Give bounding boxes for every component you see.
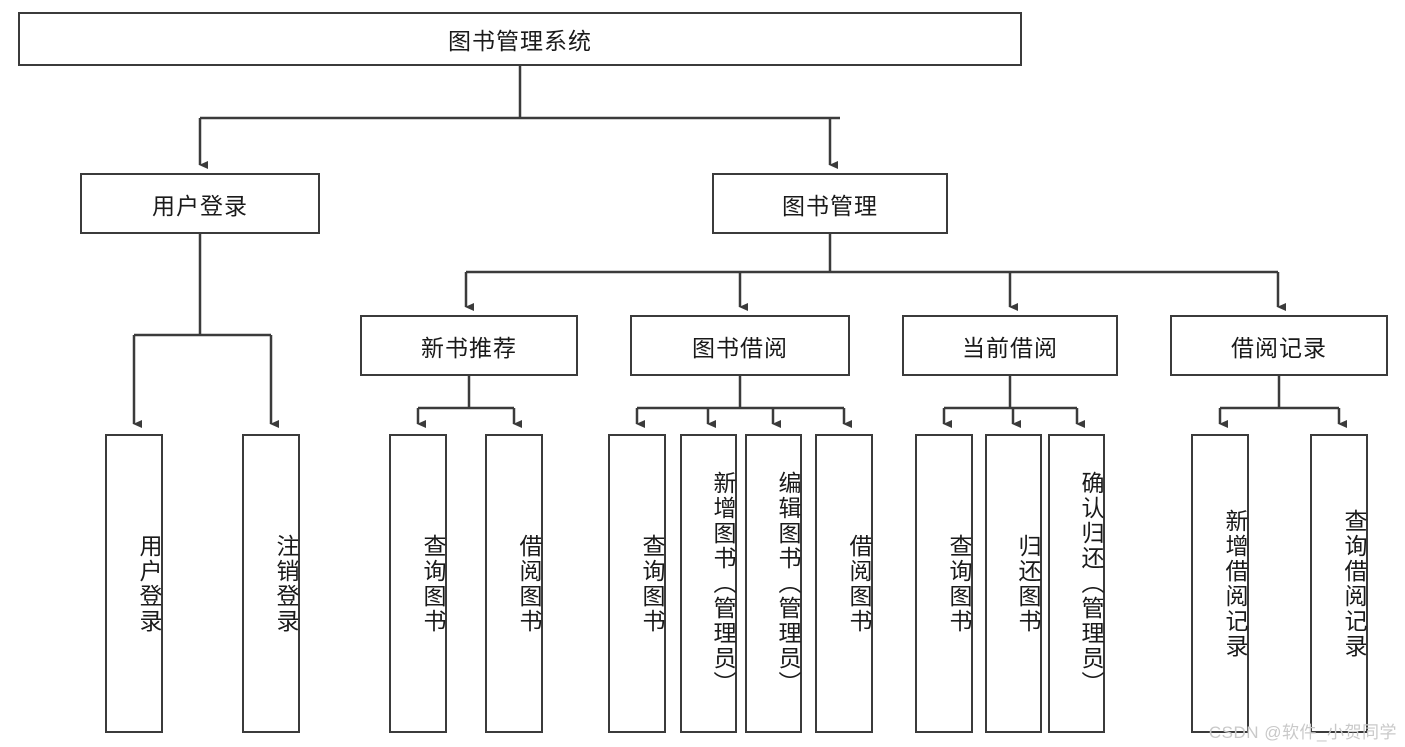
node-label: 归还图书 [1015, 533, 1041, 634]
node-label: 用户登录 [136, 533, 162, 634]
node-user-login[interactable]: 用户登录 [80, 173, 320, 234]
node-leaf-return-book[interactable]: 归还图书 [985, 434, 1042, 733]
node-label: 新增图书（管理员） [710, 471, 736, 696]
node-label: 新书推荐 [421, 334, 517, 361]
node-label: 借阅图书 [846, 533, 872, 634]
node-label: 注销登录 [273, 533, 299, 634]
node-leaf-edit-book-admin[interactable]: 编辑图书（管理员） [745, 434, 802, 733]
node-label: 用户登录 [152, 192, 248, 219]
node-label: 图书借阅 [692, 334, 788, 361]
node-root-book-management-system[interactable]: 图书管理系统 [18, 12, 1022, 66]
node-label: 编辑图书（管理员） [775, 471, 801, 696]
node-leaf-add-borrow-record[interactable]: 新增借阅记录 [1191, 434, 1249, 733]
node-new-book-recommend[interactable]: 新书推荐 [360, 315, 578, 376]
node-leaf-query-borrow-record[interactable]: 查询借阅记录 [1310, 434, 1368, 733]
node-label: 查询图书 [639, 533, 665, 634]
node-label: 借阅记录 [1231, 334, 1327, 361]
node-leaf-query-book-recommend[interactable]: 查询图书 [389, 434, 447, 733]
node-label: 确认归还（管理员） [1078, 471, 1104, 696]
watermark-text: CSDN @软件_小贺同学 [1208, 723, 1397, 742]
node-label: 图书管理系统 [448, 28, 592, 54]
node-book-borrow[interactable]: 图书借阅 [630, 315, 850, 376]
node-label: 新增借阅记录 [1222, 508, 1248, 659]
node-label: 当前借阅 [962, 334, 1058, 361]
node-leaf-borrow-book[interactable]: 借阅图书 [815, 434, 873, 733]
node-leaf-query-book-current[interactable]: 查询图书 [915, 434, 973, 733]
node-leaf-add-book-admin[interactable]: 新增图书（管理员） [680, 434, 737, 733]
node-borrow-record[interactable]: 借阅记录 [1170, 315, 1388, 376]
node-leaf-borrow-book-recommend[interactable]: 借阅图书 [485, 434, 543, 733]
node-label: 查询借阅记录 [1341, 508, 1367, 659]
node-book-management[interactable]: 图书管理 [712, 173, 948, 234]
node-label: 查询图书 [946, 533, 972, 634]
node-current-borrow[interactable]: 当前借阅 [902, 315, 1118, 376]
node-label: 借阅图书 [516, 533, 542, 634]
node-leaf-query-book-borrow[interactable]: 查询图书 [608, 434, 666, 733]
node-leaf-user-login[interactable]: 用户登录 [105, 434, 163, 733]
node-leaf-logout[interactable]: 注销登录 [242, 434, 300, 733]
node-label: 图书管理 [782, 192, 878, 219]
node-label: 查询图书 [420, 533, 446, 634]
node-leaf-confirm-return-admin[interactable]: 确认归还（管理员） [1048, 434, 1105, 733]
